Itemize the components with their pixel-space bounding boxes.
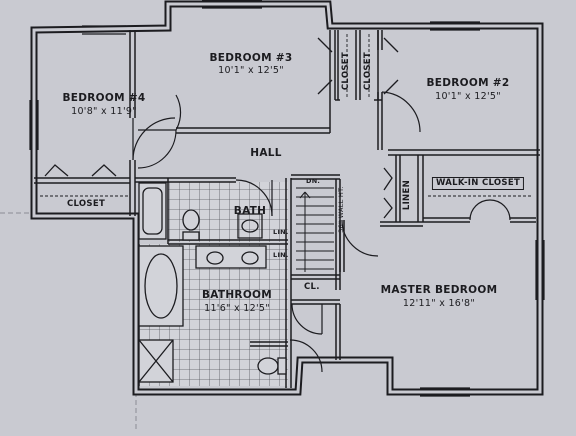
bathroom-label: BATHROOM [201, 289, 273, 301]
bedroom-2-dims: 10'1" x 12'5" [435, 91, 501, 102]
bedroom-4-dims: 10'8" x 11'9" [71, 106, 137, 117]
exterior-wall [30, 0, 544, 396]
upper-vanity [237, 213, 263, 239]
interior-walls [34, 30, 540, 388]
bath-label: BATH [233, 205, 267, 217]
paper-edge-lines [0, 212, 137, 432]
linen-closet-label: LINEN [402, 180, 412, 211]
bedroom-2-label: BEDROOM #2 [426, 77, 510, 89]
bedroom-4-label: BEDROOM #4 [62, 92, 146, 104]
walk-in-closet-label: WALK-IN CLOSET [431, 177, 525, 190]
coat-closet-label: CL. [304, 282, 320, 292]
staircase [296, 187, 334, 272]
garden-tub [138, 245, 184, 327]
bath-linen-label: LIN. [273, 228, 289, 236]
upper-toilet [182, 209, 200, 231]
stair-down-label: DN. [306, 177, 321, 185]
bath-fixtures [138, 182, 287, 383]
bedroom-3-dims: 10'1" x 12'5" [218, 65, 284, 76]
master-bedroom-label: MASTER BEDROOM [380, 284, 498, 296]
master-bedroom-dims: 12'11" x 16'8" [402, 298, 476, 309]
closet-rods [40, 34, 532, 197]
bathroom-dims: 11'6" x 12'5" [204, 303, 270, 314]
lower-toilet [257, 357, 279, 375]
bedroom-3-label: BEDROOM #3 [209, 52, 293, 64]
bedroom-3-closet-label: CLOSET [341, 52, 351, 91]
bedroom-2-closet-label: CLOSET [363, 52, 373, 91]
hall-label: HALL [250, 147, 282, 159]
bathroom-linen-label: LIN. [273, 251, 289, 259]
half-wall-label: 36" WALL HT. [337, 186, 345, 233]
windows [29, 0, 545, 397]
bifold-closet-doors [44, 37, 399, 219]
bedroom-4-closet-label: CLOSET [66, 199, 106, 209]
doors [132, 91, 511, 373]
